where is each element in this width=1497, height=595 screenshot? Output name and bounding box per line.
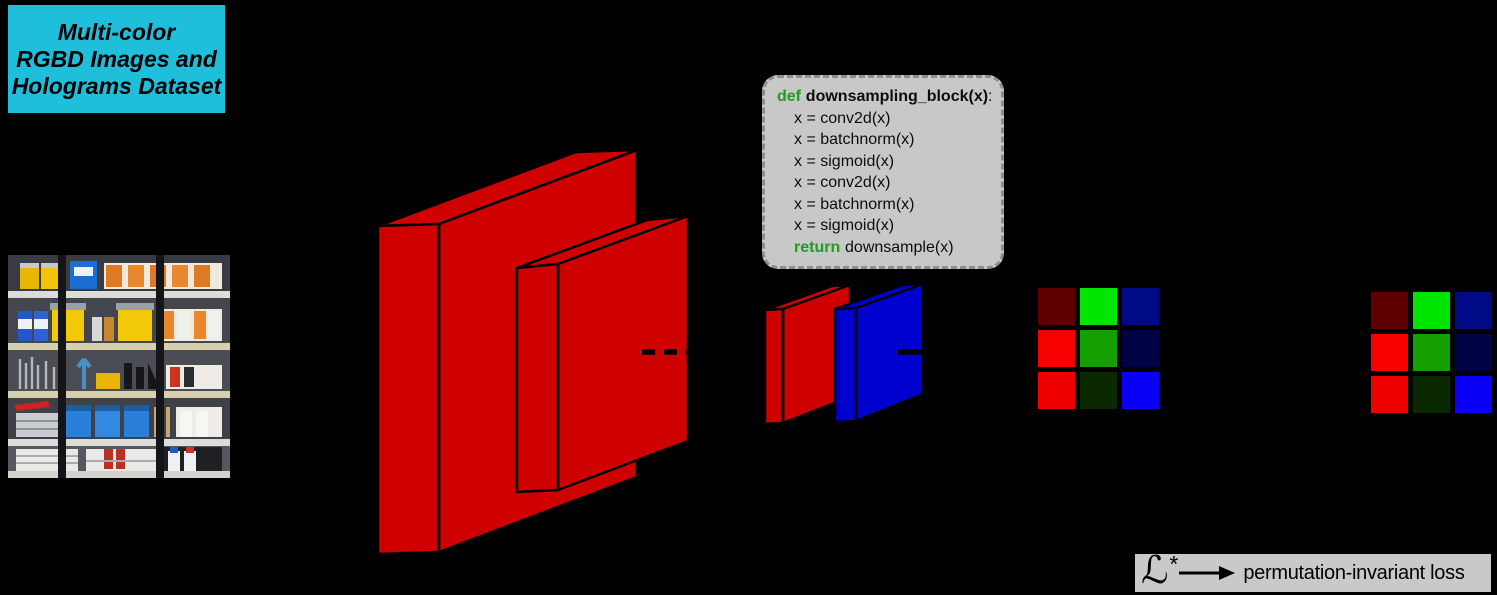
feature-cell xyxy=(1455,334,1492,371)
feature-cell xyxy=(1122,288,1159,325)
feature-cell xyxy=(1080,372,1117,409)
loss-superscript: * xyxy=(1169,550,1179,577)
feature-cell xyxy=(1038,330,1075,367)
feature-cell xyxy=(1371,292,1408,329)
loss-label: permutation-invariant loss xyxy=(1243,561,1465,584)
dataset-title-line: RGBD Images and xyxy=(16,45,217,72)
feature-cell xyxy=(1413,334,1450,371)
code-line: x = conv2d(x) xyxy=(794,174,891,191)
feature-cell xyxy=(1371,334,1408,371)
dataset-title-line: Holograms Dataset xyxy=(11,72,222,99)
code-line: x = sigmoid(x) xyxy=(794,217,895,234)
dataset-title-line: Multi-color xyxy=(57,18,176,45)
feature-cell xyxy=(1122,372,1159,409)
return-expression: downsample(x) xyxy=(845,238,954,256)
code-line: x = batchnorm(x) xyxy=(794,131,915,148)
return-keyword: return xyxy=(794,238,841,256)
colon: : xyxy=(988,88,993,105)
code-line: x = batchnorm(x) xyxy=(794,195,915,213)
conv-block-large-2 xyxy=(515,214,690,494)
feature-cell xyxy=(1080,330,1117,367)
feature-cell xyxy=(1455,292,1492,329)
loss-legend-box: ℒ * permutation-invariant loss xyxy=(1133,548,1493,594)
target-output-grid xyxy=(1371,292,1492,413)
function-signature: downsampling_block(x) xyxy=(805,88,989,105)
predicted-output-grid xyxy=(1038,288,1159,409)
code-line: x = sigmoid(x) xyxy=(794,152,895,170)
arrow-right-icon xyxy=(1179,566,1236,580)
feature-cell xyxy=(1413,376,1450,413)
code-line: x = conv2d(x) xyxy=(794,109,891,127)
feature-cell xyxy=(1371,376,1408,413)
output-block-blue xyxy=(833,282,925,424)
feature-cell xyxy=(1038,288,1075,325)
feature-cell xyxy=(1455,376,1492,413)
def-keyword: def xyxy=(777,88,801,105)
loss-symbol: ℒ xyxy=(1141,548,1169,592)
feature-cell xyxy=(1080,288,1117,325)
dataset-photo xyxy=(8,255,230,478)
dataset-title-box: Multi-color RGBD Images and Holograms Da… xyxy=(8,5,225,113)
feature-cell xyxy=(1038,372,1075,409)
feature-cell xyxy=(1413,292,1450,329)
feature-cell xyxy=(1122,330,1159,367)
